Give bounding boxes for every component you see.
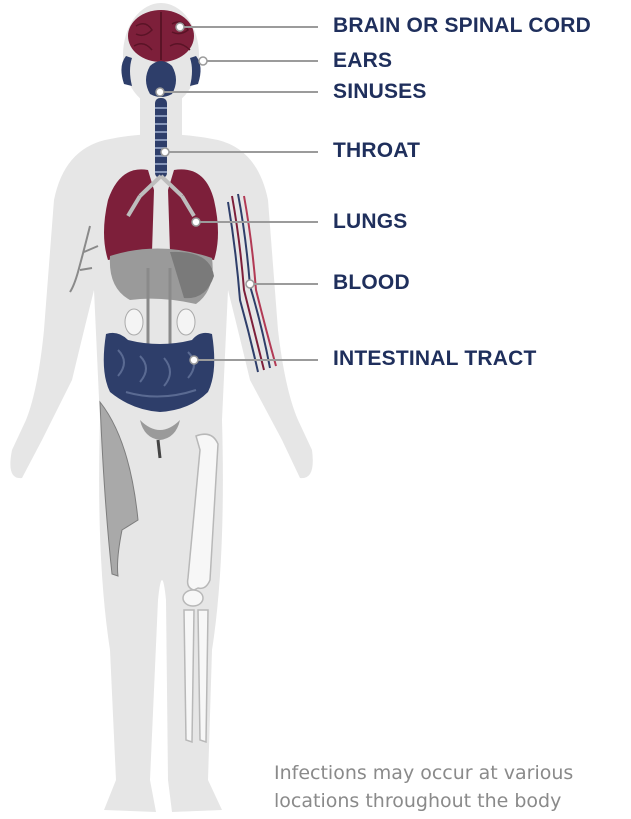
label-lungs: LUNGS <box>333 210 408 234</box>
caption-text: Infections may occur at various location… <box>274 759 631 815</box>
label-sinuses: SINUSES <box>333 80 427 104</box>
label-intestinal-tract: INTESTINAL TRACT <box>333 347 536 371</box>
label-brain-or-spinal-cord: BRAIN OR SPINAL CORD <box>333 14 591 38</box>
label-throat: THROAT <box>333 139 420 163</box>
caption-line-2: locations throughout the body <box>274 787 631 815</box>
caption-line-1: Infections may occur at various <box>274 759 631 787</box>
brain-organ <box>128 10 194 62</box>
throat-organ <box>155 98 167 178</box>
label-ears: EARS <box>333 49 392 73</box>
label-blood: BLOOD <box>333 271 410 295</box>
